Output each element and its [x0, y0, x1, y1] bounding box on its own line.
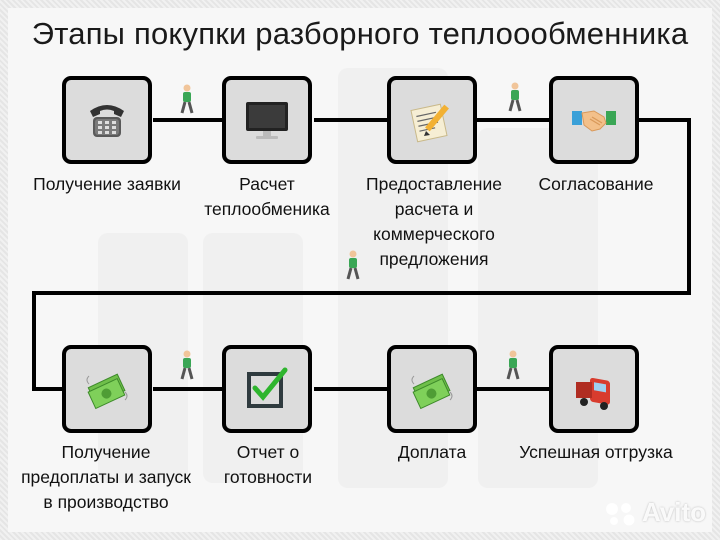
step-label: Успешная отгрузка	[519, 442, 673, 462]
telephone-icon	[90, 105, 124, 137]
step-box-ready-report	[222, 345, 312, 433]
step-box-calculation	[222, 76, 312, 164]
avito-logo-icon	[605, 502, 635, 525]
step-box-shipment	[549, 345, 639, 433]
walking-person-icon	[508, 82, 522, 112]
step-box-agreement	[549, 76, 639, 164]
step-box-final-payment	[387, 345, 477, 433]
step-box-prepayment	[62, 345, 152, 433]
avito-watermark: Avito	[604, 497, 706, 528]
connector-line	[32, 118, 691, 391]
walking-person-icon	[180, 84, 194, 114]
step-label: Предоставление расчета и коммерческого п…	[366, 174, 502, 269]
checkbox-icon	[247, 367, 288, 408]
step-label: Согласование	[538, 174, 654, 194]
step-label: Получение заявки	[33, 174, 181, 194]
page-title: Этапы покупки разборного теплоообменника	[31, 16, 689, 51]
document-pencil-icon	[410, 103, 449, 143]
step-label: Расчет теплообменика	[204, 174, 330, 219]
step-box-request	[62, 76, 152, 164]
step-label: Отчет о готовности	[223, 442, 313, 487]
walking-person-icon	[346, 250, 360, 280]
truck-icon	[576, 378, 610, 410]
step-label: Доплата	[397, 442, 467, 462]
money-icon	[86, 373, 128, 410]
walking-person-icon	[180, 350, 194, 380]
handshake-icon	[572, 110, 616, 132]
watermark-text: Avito	[641, 497, 706, 527]
money-icon	[411, 373, 453, 410]
step-box-proposal	[387, 76, 477, 164]
monitor-icon	[246, 102, 288, 139]
step-label: Получение предоплаты и запуск в производ…	[21, 442, 191, 512]
walking-person-icon	[506, 350, 520, 380]
